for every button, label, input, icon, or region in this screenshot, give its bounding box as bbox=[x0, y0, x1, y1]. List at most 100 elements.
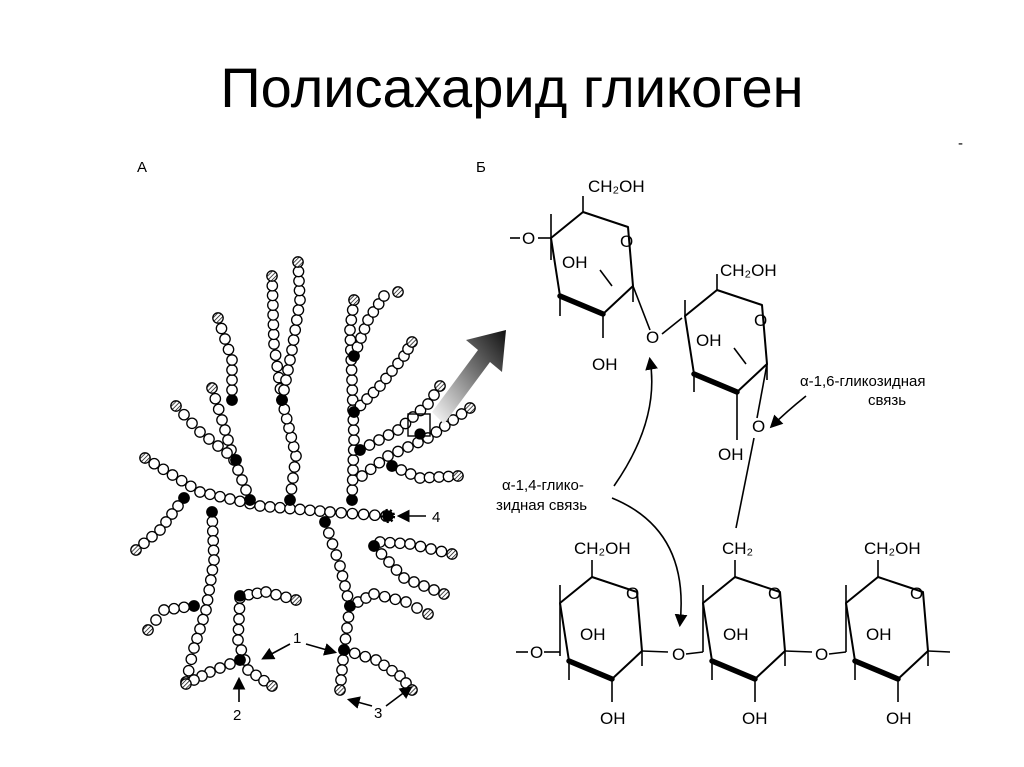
glucose-unit bbox=[368, 509, 381, 522]
glucose-ring-lower-2 bbox=[702, 560, 813, 702]
branch-point-unit bbox=[368, 540, 380, 552]
glucose-unit bbox=[209, 392, 222, 405]
callout-2: 2 bbox=[233, 707, 241, 724]
glucose-unit bbox=[389, 593, 402, 606]
glucose-unit bbox=[203, 433, 215, 445]
glucose-unit bbox=[191, 632, 203, 645]
oh-upper-2-bottom: OH bbox=[718, 445, 744, 464]
glucose-unit bbox=[194, 486, 206, 498]
glucose-unit bbox=[364, 463, 377, 476]
glucose-unit bbox=[346, 374, 358, 386]
glucose-unit bbox=[402, 441, 414, 453]
glucose-unit bbox=[357, 508, 370, 521]
glucose-unit bbox=[206, 525, 219, 538]
glucose-unit bbox=[212, 440, 224, 452]
glucose-unit bbox=[346, 304, 359, 316]
branch-point-unit bbox=[344, 600, 356, 612]
chain-o-lower-left: O bbox=[530, 643, 543, 662]
glucose-ring-upper-2 bbox=[684, 274, 768, 440]
glucose-unit bbox=[435, 545, 448, 558]
glucose-unit bbox=[184, 480, 197, 493]
glucose-unit bbox=[408, 576, 420, 588]
glucose-unit bbox=[370, 654, 382, 666]
oh-lower-3-ring: OH bbox=[866, 625, 892, 644]
glucose-unit bbox=[224, 493, 236, 505]
glucose-unit bbox=[226, 374, 238, 386]
glucose-unit bbox=[326, 538, 339, 550]
glucose-unit bbox=[292, 304, 305, 316]
glucose-unit bbox=[204, 488, 216, 501]
glucose-unit bbox=[348, 434, 360, 446]
glucose-unit bbox=[314, 505, 326, 517]
branch-point-unit bbox=[354, 444, 366, 456]
glucose-unit bbox=[342, 611, 355, 623]
glucose-unit bbox=[222, 343, 235, 356]
slide-title: Полисахарид гликоген bbox=[220, 56, 804, 119]
glucose-unit bbox=[188, 642, 200, 654]
branch-point-unit bbox=[234, 590, 246, 602]
glucose-unit bbox=[254, 500, 266, 512]
glucose-unit bbox=[268, 338, 280, 350]
branch-point-unit bbox=[338, 644, 350, 656]
glucose-unit bbox=[232, 634, 244, 646]
glucose-unit bbox=[411, 602, 423, 614]
glucose-unit bbox=[390, 564, 403, 576]
terminal-glucose-unit bbox=[212, 312, 224, 324]
chain-o-upper-left: O bbox=[522, 229, 535, 248]
terminal-glucose-unit bbox=[434, 380, 446, 392]
glucose-unit bbox=[206, 515, 219, 528]
glucose-unit bbox=[271, 360, 284, 373]
terminal-glucose-unit bbox=[266, 270, 278, 282]
glucose-unit bbox=[293, 284, 306, 297]
glucose-unit bbox=[157, 463, 170, 476]
glucose-unit bbox=[267, 318, 280, 331]
glucose-unit bbox=[294, 503, 306, 516]
glucose-unit bbox=[221, 447, 233, 459]
glucose-unit bbox=[341, 622, 353, 634]
glucose-unit bbox=[280, 591, 292, 604]
terminal-glucose-unit bbox=[452, 470, 464, 482]
ring-o-lower-2: O bbox=[768, 584, 781, 603]
glucose-unit bbox=[345, 364, 358, 376]
panel-a-label: А bbox=[137, 159, 147, 176]
glucose-unit bbox=[264, 501, 276, 513]
glucose-unit bbox=[428, 584, 440, 596]
glucose-unit bbox=[240, 484, 252, 496]
glucose-unit bbox=[280, 412, 293, 425]
glucose-unit bbox=[200, 604, 212, 616]
terminal-glucose-unit bbox=[142, 624, 154, 636]
terminal-glucose-unit bbox=[170, 400, 182, 412]
glucose-unit bbox=[203, 584, 216, 596]
glucose-unit bbox=[269, 349, 282, 362]
glucose-unit bbox=[266, 279, 279, 292]
callout-1-arrow-left bbox=[261, 643, 291, 660]
branch-point-unit bbox=[276, 394, 288, 406]
glucose-unit bbox=[347, 454, 360, 466]
branch-point-unit bbox=[226, 394, 238, 406]
glucose-unit bbox=[423, 471, 436, 484]
glucose-unit bbox=[284, 354, 296, 366]
glucose-unit bbox=[346, 507, 359, 520]
glucose-unit bbox=[214, 490, 226, 503]
glucose-unit bbox=[287, 440, 300, 453]
glucose-unit bbox=[148, 457, 161, 470]
glucose-unit bbox=[422, 398, 434, 410]
glucose-unit bbox=[288, 461, 301, 473]
callout-3: 3 bbox=[374, 705, 382, 722]
glucose-unit bbox=[394, 537, 406, 550]
branch-point-unit bbox=[414, 428, 426, 440]
glucose-unit bbox=[219, 424, 231, 436]
glucose-unit bbox=[258, 674, 270, 687]
glucose-unit bbox=[186, 417, 198, 430]
glucose-unit bbox=[287, 334, 300, 346]
glucose-unit bbox=[346, 484, 359, 496]
branch-point-unit bbox=[386, 460, 398, 472]
glucose-unit bbox=[347, 464, 359, 476]
glucose-unit bbox=[414, 540, 427, 553]
glucose-unit bbox=[362, 314, 374, 326]
glucose-unit bbox=[216, 414, 228, 426]
ch2oh-upper-2: CH₂OH bbox=[720, 261, 777, 280]
terminal-glucose-unit bbox=[139, 452, 151, 464]
glucose-unit bbox=[378, 590, 391, 603]
glucose-unit bbox=[232, 464, 244, 476]
